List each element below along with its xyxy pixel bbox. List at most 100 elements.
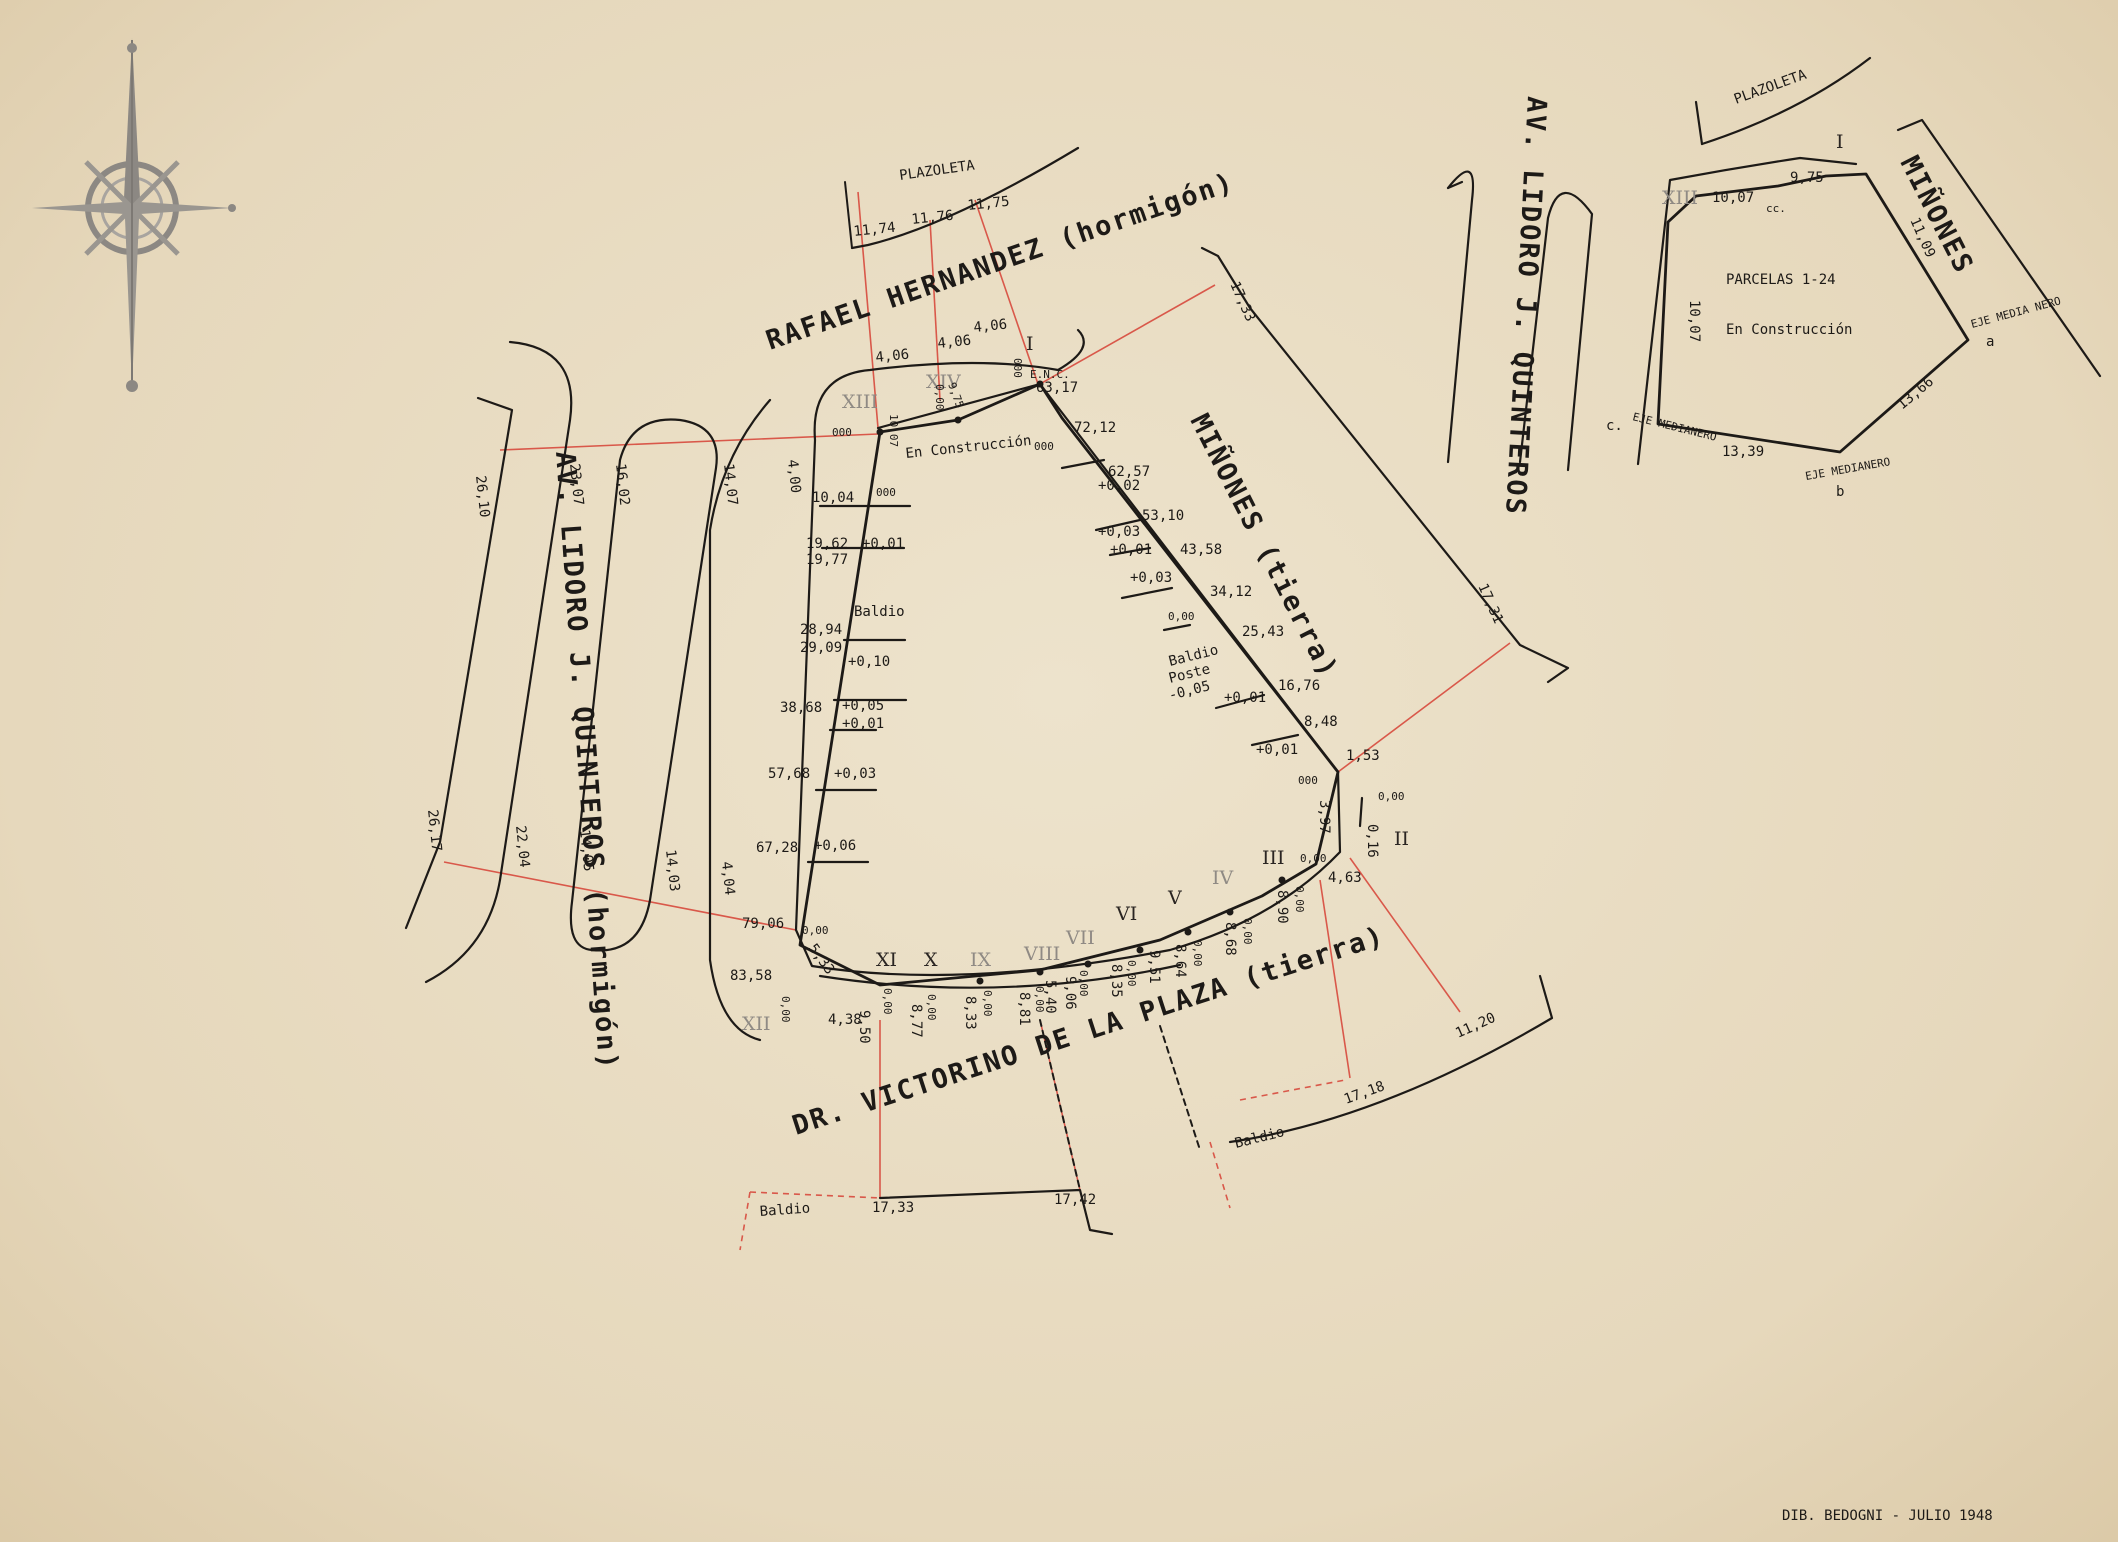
label-eje-medianero-a: EJE MEDIA NERO xyxy=(1969,294,2062,331)
measurement: 17,42 xyxy=(1054,1192,1096,1208)
street-lidoro-quinteros: AV. LIDORO J. QUINTEROS (hormigón) xyxy=(549,450,623,1071)
measurement: +0,01 xyxy=(1256,742,1298,758)
label-point-c: c. xyxy=(1606,418,1623,434)
measurement: 10,04 xyxy=(812,490,854,506)
label-parcelas: PARCELAS 1-24 xyxy=(1726,272,1836,288)
measurement: 16,02 xyxy=(612,463,632,507)
measurement: 8,64 xyxy=(1172,944,1188,978)
measurement: 53,10 xyxy=(1142,508,1184,524)
measurement: 8,90 xyxy=(1274,890,1290,924)
roman-XIII: XIII xyxy=(842,391,878,413)
measurement: 4,06 xyxy=(937,333,972,352)
measurement: 0,00 xyxy=(933,384,946,411)
label-cc: cc. xyxy=(1766,202,1786,215)
roman-numerals: I II III IV V VI VII VIII IX X XI XII XI… xyxy=(742,131,1844,1035)
measurement: +0,10 xyxy=(848,654,890,670)
measurement: +0,05 xyxy=(842,698,884,714)
inset-street-minones: MIÑONES xyxy=(1894,151,1981,279)
measurement: 14,03 xyxy=(662,849,682,893)
measurement: 8,35 xyxy=(1108,964,1124,998)
measurement: 26,10 xyxy=(472,475,492,519)
measurement: +0,03 xyxy=(834,766,876,782)
measurement: 11,20 xyxy=(1453,1010,1498,1042)
measurement: 0,00 xyxy=(881,988,894,1015)
measurement: 4,63 xyxy=(1328,870,1362,886)
measurement: 63,17 xyxy=(1036,380,1078,396)
measurement: 26,17 xyxy=(424,809,444,853)
measurement: 11,75 xyxy=(967,194,1011,214)
measurement: 0,00 xyxy=(802,924,829,937)
measurement: 28,94 xyxy=(800,622,842,638)
measurement: 0,00 xyxy=(925,994,938,1021)
measurement: 13,39 xyxy=(1722,444,1764,460)
measurement: 9,75 xyxy=(945,381,966,410)
measurement: 43,58 xyxy=(1180,542,1222,558)
label-enc: E.N.C. xyxy=(1030,368,1070,381)
measurement: 9,06 xyxy=(1062,976,1078,1010)
roman-VIII: VIII xyxy=(1023,943,1060,965)
measurement: 000 xyxy=(832,426,852,439)
label-baldio: Baldio xyxy=(854,604,905,620)
measurement: 0,00 xyxy=(1033,986,1046,1013)
roman-VII: VII xyxy=(1065,927,1095,949)
measurement: 5,40 xyxy=(1042,980,1058,1014)
measurement: 8,68 xyxy=(1222,922,1238,956)
signature: DIB. BEDOGNI - JULIO 1948 xyxy=(1782,1508,1993,1524)
label-eje-medianero-b: EJE MEDIANERO xyxy=(1804,455,1891,483)
inset-roman-XIII: XIII xyxy=(1662,187,1698,209)
roman-II: II xyxy=(1394,828,1409,850)
measurement: 0,00 xyxy=(1077,970,1090,997)
measurement: +0,01 xyxy=(1110,542,1152,558)
roman-V: V xyxy=(1167,887,1182,909)
measurement: 17,18 xyxy=(1342,1078,1387,1107)
measurement: 3,97 xyxy=(1316,800,1332,834)
measurement: +0,02 xyxy=(1098,478,1140,494)
measurement: +0,01 xyxy=(842,716,884,732)
street-plazoleta: PLAZOLETA xyxy=(898,157,976,183)
measurement: 19,77 xyxy=(806,552,848,568)
measurement: 29,09 xyxy=(800,640,842,656)
inset-street-plazoleta: PLAZOLETA xyxy=(1732,67,1809,108)
label-eje-medianero-c: EJE MEDIANERO xyxy=(1631,410,1718,443)
measurement: +0,03 xyxy=(1098,524,1140,540)
measurement: 72,12 xyxy=(1074,420,1116,436)
measurement: 0,00 xyxy=(779,996,792,1023)
measurement: 8,48 xyxy=(1304,714,1338,730)
measurement: 10,07 xyxy=(887,414,900,447)
measurement: 10,07 xyxy=(1712,190,1754,206)
measurement: 22,04 xyxy=(512,825,532,869)
measurement: 25,43 xyxy=(1242,624,1284,640)
measurement: 10,07 xyxy=(1686,300,1702,342)
label-inset-en-construccion: En Construcción xyxy=(1726,322,1852,338)
parcel-outline xyxy=(798,380,1364,987)
roman-XIV: XIV xyxy=(926,371,961,393)
roman-XII: XII xyxy=(742,1013,771,1035)
measurement: 0,00 xyxy=(1293,886,1306,913)
measurement: 0,00 xyxy=(1168,610,1195,623)
measurement: 4,04 xyxy=(718,861,737,896)
measurement: +0,06 xyxy=(814,838,856,854)
measurement: +0,01 xyxy=(862,536,904,552)
measurement: 0,00 xyxy=(1125,960,1138,987)
measurement: 9,51 xyxy=(1146,950,1162,984)
measurement: 14,05 xyxy=(576,829,596,873)
measurement: 0,00 xyxy=(1378,790,1405,803)
measurement: 11,76 xyxy=(911,208,955,228)
inset-roman-I: I xyxy=(1836,131,1844,153)
measurement: 83,58 xyxy=(730,968,772,984)
measurement: 000 xyxy=(1298,774,1318,787)
measurement: 57,68 xyxy=(768,766,810,782)
roman-XI: XI xyxy=(876,949,897,971)
measurement: 0,00 xyxy=(981,990,994,1017)
inset-street-lidoro-quinteros: AV. LIDORO J. QUINTEROS xyxy=(1499,96,1552,517)
measurement: 4,00 xyxy=(784,459,803,494)
measurement: 38,68 xyxy=(780,700,822,716)
measurement: 0,00 xyxy=(1191,940,1204,967)
measurement: 4,06 xyxy=(973,317,1008,336)
roman-III: III xyxy=(1262,847,1285,869)
measurement: 34,12 xyxy=(1210,584,1252,600)
measurement: 000 xyxy=(1011,358,1024,378)
measurement: 9,75 xyxy=(1790,170,1824,186)
label-baldio-se: Baldio xyxy=(1233,1124,1286,1152)
